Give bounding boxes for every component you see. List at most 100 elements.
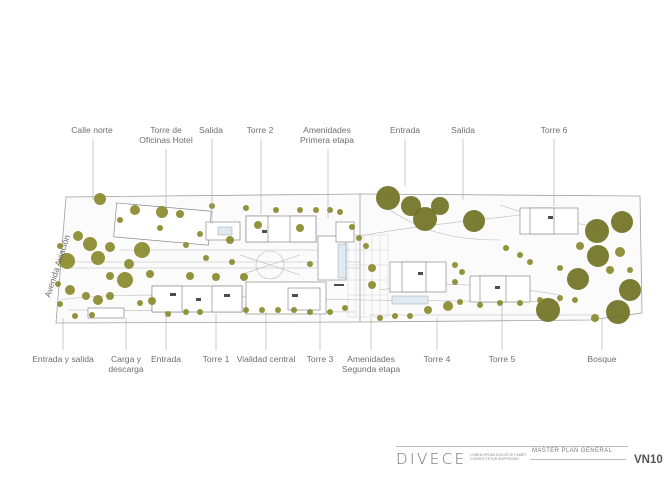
tree [259,307,265,313]
tree [165,311,171,317]
label-entrada-2: Entrada [151,354,181,364]
label-line: Entrada [151,354,181,364]
tree [627,267,633,273]
tree [57,243,63,249]
label-line: Amenidades [347,354,395,364]
tree [452,279,458,285]
tree [576,242,584,250]
tree [368,281,376,289]
tree [327,207,333,213]
tree [89,312,95,318]
tree [105,242,115,252]
tree [463,210,485,232]
tree [401,196,421,216]
tree [459,269,465,275]
tree [148,297,156,305]
tree [307,261,313,267]
label-vialidad-central: Vialidad central [237,354,296,364]
tree [503,245,509,251]
label-line: Amenidades [303,125,351,135]
tagline-line-1: LOREM IPSUM DOLOR SIT AMET [470,453,527,457]
label-line: Entrada y salida [32,354,94,364]
brand-tagline: LOREM IPSUM DOLOR SIT AMET CONSECTETUR A… [470,453,530,461]
tree [65,285,75,295]
tree [337,209,343,215]
tree [156,206,168,218]
tree [606,266,614,274]
label-line: Salida [199,125,223,135]
label-line: Torre 6 [541,125,568,135]
tree [537,297,543,303]
tagline-line-2: CONSECTETUR ADIPISCING [470,457,519,462]
brand-logo: DIVECE [396,450,467,468]
tree [94,193,106,205]
label-line: Torre 5 [489,354,516,364]
tree [585,219,609,243]
label-line: Torre 2 [247,125,274,135]
tree [572,297,578,303]
buildings [87,202,579,319]
tree [137,300,143,306]
tree [91,251,105,265]
label-torre-1: Torre 1 [203,354,230,364]
tree [106,292,114,300]
title-rule-top [396,446,628,447]
tree [176,210,184,218]
label-line: Primera etapa [300,135,354,145]
label-line: Oficinas Hotel [139,135,193,145]
tree [55,281,61,287]
tree [342,305,348,311]
label-entrada-1: Entrada [390,125,420,135]
label-line: Bosque [587,354,616,364]
label-torre-5: Torre 5 [489,354,516,364]
tree [557,265,563,271]
label-salida-2: Salida [451,125,475,135]
tree [297,207,303,213]
label-torre-3: Torre 3 [307,354,334,364]
tree [443,301,453,311]
tree [72,313,78,319]
tree [392,313,398,319]
tree [83,237,97,251]
tree [424,306,432,314]
tree [73,231,83,241]
tree [477,302,483,308]
label-torre-6: Torre 6 [541,125,568,135]
tree [557,295,563,301]
label-torre-2: Torre 2 [247,125,274,135]
label-bosque: Bosque [587,354,616,364]
tree [606,300,630,324]
tree [183,242,189,248]
tree [452,262,458,268]
tree [212,273,220,281]
tree [197,231,203,237]
tree [619,279,641,301]
tree [517,252,523,258]
title-rule-bottom [530,459,626,460]
tree [157,225,163,231]
tree [275,307,281,313]
tree [587,245,609,267]
tree [240,273,248,281]
tree [368,264,376,272]
plaza-grid [347,234,389,318]
tree [536,298,560,322]
tree [134,242,150,258]
tree [307,309,313,315]
tree [197,309,203,315]
label-line: Calle norte [71,125,113,135]
label-calle-norte: Calle norte [71,125,113,135]
tree [203,255,209,261]
tree [146,270,154,278]
plan-title: MASTER PLAN GENERAL [532,448,613,454]
tree [377,315,383,321]
tree [363,243,369,249]
tree [296,224,304,232]
tree [254,221,262,229]
tree [57,301,63,307]
